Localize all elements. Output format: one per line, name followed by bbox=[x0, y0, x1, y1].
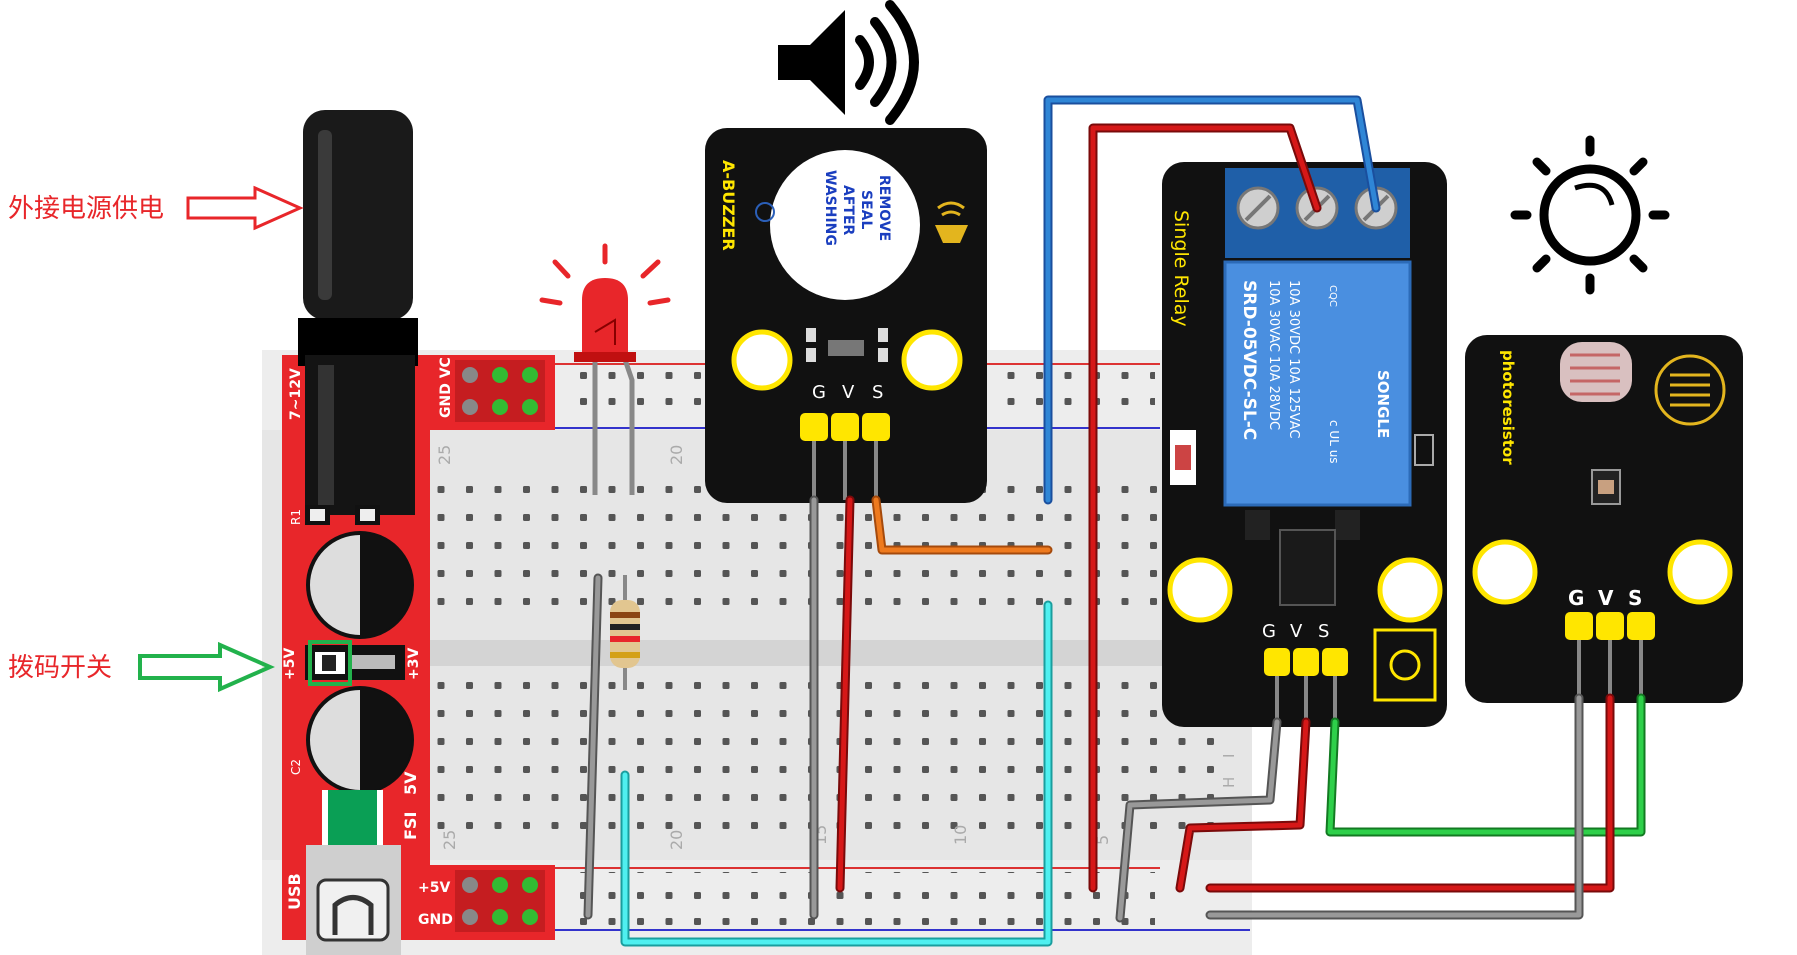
relay-mount-left bbox=[1167, 557, 1233, 623]
buzzer-mount-right bbox=[901, 329, 963, 391]
power-module: GND VC 7~12V R1 C2 +5V +3V 5V FSI USB +5… bbox=[282, 110, 555, 955]
relay-mount-right bbox=[1377, 557, 1443, 623]
col-label-5-bottom: 5 bbox=[1093, 835, 1112, 845]
optocoupler bbox=[1279, 529, 1336, 606]
capacitor-top bbox=[306, 531, 414, 639]
photoresistor-pin-v: V bbox=[1598, 586, 1614, 610]
buzzer-seal bbox=[770, 150, 920, 300]
mini-speaker-icon bbox=[935, 201, 968, 243]
sun-icon bbox=[1510, 135, 1670, 295]
relay-ul: c UL us bbox=[1327, 420, 1341, 464]
vin-label: 7~12V bbox=[288, 368, 304, 420]
switch-annotation-text: 拨码开关 bbox=[8, 653, 112, 683]
col-label-20-bottom: 20 bbox=[667, 830, 686, 850]
relay-cqc: CQC bbox=[1327, 285, 1338, 307]
gnd-vc-label: GND VC bbox=[438, 357, 454, 418]
bottom-terminal-holes bbox=[420, 680, 1220, 830]
annotation-switch: 拨码开关 bbox=[8, 641, 275, 693]
relay-pin-g: G bbox=[1262, 621, 1276, 642]
photoresistor-pin-s: S bbox=[1628, 586, 1642, 610]
r1-label: R1 bbox=[289, 509, 303, 525]
photoresistor-mount-left bbox=[1472, 539, 1538, 605]
switch-arrow-icon bbox=[138, 641, 275, 693]
relay-body bbox=[1223, 260, 1412, 507]
photoresistor-board bbox=[1465, 335, 1743, 703]
plus3v-switch-label: +3V bbox=[406, 648, 422, 680]
bottom-rail-holes bbox=[565, 872, 1155, 926]
buzzer-name: A-BUZZER bbox=[719, 160, 738, 251]
seal-line-1: REMOVE bbox=[876, 175, 892, 241]
relay-spec-2: 10A 30VDC 10A 125VAC bbox=[1286, 280, 1301, 438]
plus5v-bottom-label: +5V bbox=[418, 880, 450, 896]
photoresistor-pin-g: G bbox=[1568, 586, 1584, 610]
relay-name: Single Relay bbox=[1170, 210, 1192, 327]
resistor-icon bbox=[610, 575, 640, 690]
col-label-10-bottom: 10 bbox=[951, 825, 970, 845]
dc-jack-icon bbox=[298, 110, 418, 515]
fsi-label: FSI bbox=[401, 812, 420, 840]
c2-label: C2 bbox=[289, 759, 303, 775]
buzzer-pin-g: G bbox=[812, 382, 826, 403]
plus5v-switch-label: +5V bbox=[282, 648, 298, 680]
photoresistor-mount-right bbox=[1667, 539, 1733, 605]
relay-brand: SONGLE bbox=[1374, 370, 1392, 438]
relay-model: SRD-05VDC-SL-C bbox=[1239, 280, 1259, 440]
ldr-sensor bbox=[1560, 342, 1632, 402]
buzzer-pin-v: V bbox=[842, 382, 855, 403]
col-label-25-bottom: 25 bbox=[440, 830, 459, 850]
photoresistor-name: photoresistor bbox=[1499, 350, 1517, 465]
relay-spec-1: 10A 30VAC 10A 28VDC bbox=[1266, 280, 1281, 430]
capacitor-bottom bbox=[306, 686, 414, 794]
power-arrow-icon bbox=[186, 185, 304, 231]
ldr-symbol-icon bbox=[1654, 354, 1726, 426]
power-indicator bbox=[325, 790, 380, 845]
power-annotation-text: 外接电源供电 bbox=[8, 194, 164, 224]
usb-icon bbox=[306, 845, 401, 955]
switch-highlight-box bbox=[308, 640, 352, 686]
buzzer-pin-s: S bbox=[872, 382, 883, 403]
col-label-20-top: 20 bbox=[667, 445, 686, 465]
seal-line-2: SEAL bbox=[858, 190, 874, 229]
relay-pin-v: V bbox=[1290, 621, 1303, 642]
led-icon bbox=[539, 243, 671, 495]
photoresistor-module: photoresistor G V S bbox=[1465, 335, 1743, 703]
gnd-bottom-label: GND bbox=[418, 912, 453, 928]
buzzer-mount-left bbox=[731, 329, 793, 391]
row-label-i: I bbox=[1220, 754, 1238, 758]
five-v-label: 5V bbox=[401, 771, 420, 795]
col-label-25-top: 25 bbox=[435, 445, 454, 465]
relay-pin-s: S bbox=[1318, 621, 1329, 642]
relay-module: SRD-05VDC-SL-C 10A 30VAC 10A 28VDC 10A 3… bbox=[1162, 162, 1447, 727]
row-label-h: H bbox=[1220, 777, 1238, 788]
annotation-power: 外接电源供电 bbox=[8, 185, 304, 231]
transistor-outline bbox=[1373, 628, 1437, 702]
dip-switch[interactable] bbox=[305, 640, 405, 686]
seal-line-3: AFTER bbox=[840, 185, 856, 236]
usb-label: USB bbox=[285, 873, 304, 910]
wires bbox=[583, 95, 1646, 947]
seal-line-4: WASHING bbox=[822, 170, 838, 246]
wire-gray-photo bbox=[1205, 693, 1584, 920]
speaker-icon bbox=[778, 0, 919, 125]
buzzer-module: REMOVE SEAL AFTER WASHING A-BUZZER G V S bbox=[705, 128, 987, 503]
center-channel bbox=[420, 640, 1252, 666]
